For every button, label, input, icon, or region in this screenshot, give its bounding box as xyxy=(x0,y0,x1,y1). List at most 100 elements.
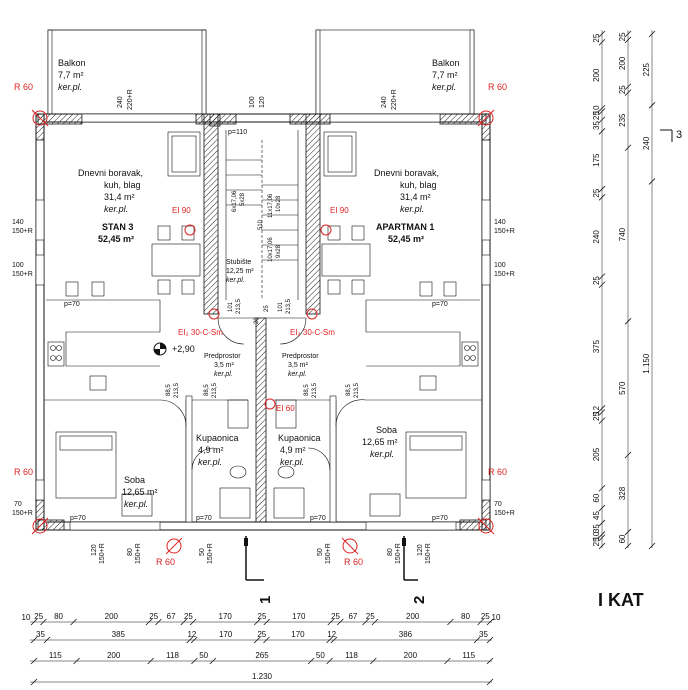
ei90-right: EI 90 xyxy=(330,206,349,215)
kupaonica-left-name: Kupaonica xyxy=(196,433,239,443)
balkon-right-finish: ker.pl. xyxy=(432,82,456,92)
dim-col2-7: 60 xyxy=(618,534,627,543)
dim-row3-5: 50 xyxy=(316,651,325,660)
r60-top-left: R 60 xyxy=(14,82,33,92)
dim-col1-3: 25 xyxy=(592,111,601,120)
dim-row3-2: 118 xyxy=(166,651,179,660)
dim-row1-2: 200 xyxy=(105,612,119,621)
dim-row2-1: 385 xyxy=(112,630,126,639)
dimension-tick xyxy=(598,104,606,112)
balkon-right-area: 7,7 m² xyxy=(432,70,458,80)
dimension-tick xyxy=(598,405,606,412)
dim-row3-3: 50 xyxy=(199,651,208,660)
dim-col1-16: 10 xyxy=(592,531,601,540)
dim-row1-4: 67 xyxy=(167,612,176,621)
r60-bottom-left: R 60 xyxy=(156,557,175,567)
floor-title: I KAT xyxy=(598,590,644,610)
dim-col2-3: 235 xyxy=(618,113,627,127)
dimension-tick xyxy=(648,30,656,38)
dimension-tick xyxy=(624,30,632,38)
bot-80-right: 80 xyxy=(387,548,394,556)
dimension-tick xyxy=(598,108,606,115)
dim-total: 1.230 xyxy=(252,672,273,681)
kupaonica-right-name: Kupaonica xyxy=(278,433,321,443)
dimension-tick xyxy=(486,618,494,626)
dimension-tick xyxy=(486,678,494,686)
unit-right-name: APARTMAN 1 xyxy=(376,222,434,232)
p70-d: p=70 xyxy=(432,515,448,522)
left-140: 140 xyxy=(12,219,24,226)
dim-col1-6: 25 xyxy=(592,188,601,197)
right-dimension-text: 2520010253517525240253751225205604535102… xyxy=(592,30,656,550)
dimension-tick xyxy=(624,83,632,91)
dimension-tick xyxy=(254,618,261,626)
outer-walls xyxy=(35,113,491,531)
bot-150r-left3: 150+R xyxy=(207,543,214,564)
stair-9x28: 9x28 xyxy=(276,244,282,258)
dimension-tick xyxy=(190,636,198,644)
dim-row1-10: 67 xyxy=(348,612,357,621)
dim-col3-2: 1.150 xyxy=(642,353,651,374)
unit-left-name: STAN 3 xyxy=(102,222,133,232)
dim-row1-11: 25 xyxy=(366,612,375,621)
level-marker-icon xyxy=(153,342,167,356)
p110: p=110 xyxy=(228,129,247,136)
r60-mid-right: R 60 xyxy=(488,467,507,477)
dnevni-left-name2: kuh, blag xyxy=(104,180,141,190)
dim-row3-1: 200 xyxy=(107,651,121,660)
dim-row3-7: 200 xyxy=(404,651,418,660)
dimension-tick xyxy=(263,618,270,626)
dim-col1-17: 25 xyxy=(592,537,601,546)
furniture-right xyxy=(273,131,480,519)
bot-50-right: 50 xyxy=(317,548,324,556)
dim-col1-15: 35 xyxy=(592,524,601,533)
balk-240-right: 240 xyxy=(381,96,388,108)
stubiste-finish: ker.pl. xyxy=(226,277,245,284)
dim-row1-end-right: 10 xyxy=(492,613,501,622)
dim-row3-4: 265 xyxy=(255,651,269,660)
stair-10x28: 10x28 xyxy=(276,195,282,212)
dim-row3-0: 115 xyxy=(49,651,62,660)
stair-5x28: 5x28 xyxy=(240,192,246,206)
opening-dimensions: 140 150+R 100 150+R 70 150+R 140 150+R 1… xyxy=(12,89,515,564)
section-mark-2: 2 xyxy=(411,596,428,604)
dimension-tick xyxy=(624,542,632,550)
top-120: 120 xyxy=(259,96,266,108)
dimension-tick xyxy=(70,618,77,626)
dimension-tick xyxy=(447,618,454,626)
dim-row1-12: 200 xyxy=(406,612,420,621)
dnevni-left-finish: ker.pl. xyxy=(104,204,128,214)
left-70r: 150+R xyxy=(12,510,33,517)
dim-col3-1: 240 xyxy=(642,136,651,150)
dimension-tick xyxy=(624,36,632,44)
dim-row1-0: 25 xyxy=(34,612,43,621)
dim-col1-5: 175 xyxy=(592,153,601,167)
soba-right-name: Soba xyxy=(376,425,397,435)
stair-treads xyxy=(225,130,299,300)
bot-150r-right2: 150+R xyxy=(395,543,402,564)
dim-col1-8: 25 xyxy=(592,276,601,285)
p70-a: p=70 xyxy=(70,515,86,522)
dim-col2-1: 200 xyxy=(618,56,627,70)
dimension-tick xyxy=(624,318,632,325)
dimension-tick xyxy=(598,504,606,512)
d2135-d: 213,5 xyxy=(354,382,360,398)
r60-mid-left: R 60 xyxy=(14,467,33,477)
kupaonica-left-area: 4,9 m² xyxy=(198,445,224,455)
d2135-left: 213,5 xyxy=(236,298,242,314)
dimension-tick xyxy=(598,531,606,538)
bot-150r-left: 150+R xyxy=(99,543,106,564)
r60-markers xyxy=(31,109,495,555)
right-140r: 150+R xyxy=(494,228,515,235)
dimension-tick xyxy=(648,542,656,550)
dim-row1-13: 80 xyxy=(461,612,470,621)
r60-top-right: R 60 xyxy=(488,82,507,92)
p70-e: p=70 xyxy=(64,301,80,308)
fire-rating-labels: EI 90 EI 90 EI₂ 30-C-Sm EI₂ 30-C-Sm EI 6… xyxy=(14,82,507,567)
dim-col1-9: 375 xyxy=(592,339,601,353)
dim-col1-11: 25 xyxy=(592,412,601,421)
dnevni-right-name2: kuh, blag xyxy=(400,180,437,190)
dimension-tick xyxy=(180,618,188,626)
